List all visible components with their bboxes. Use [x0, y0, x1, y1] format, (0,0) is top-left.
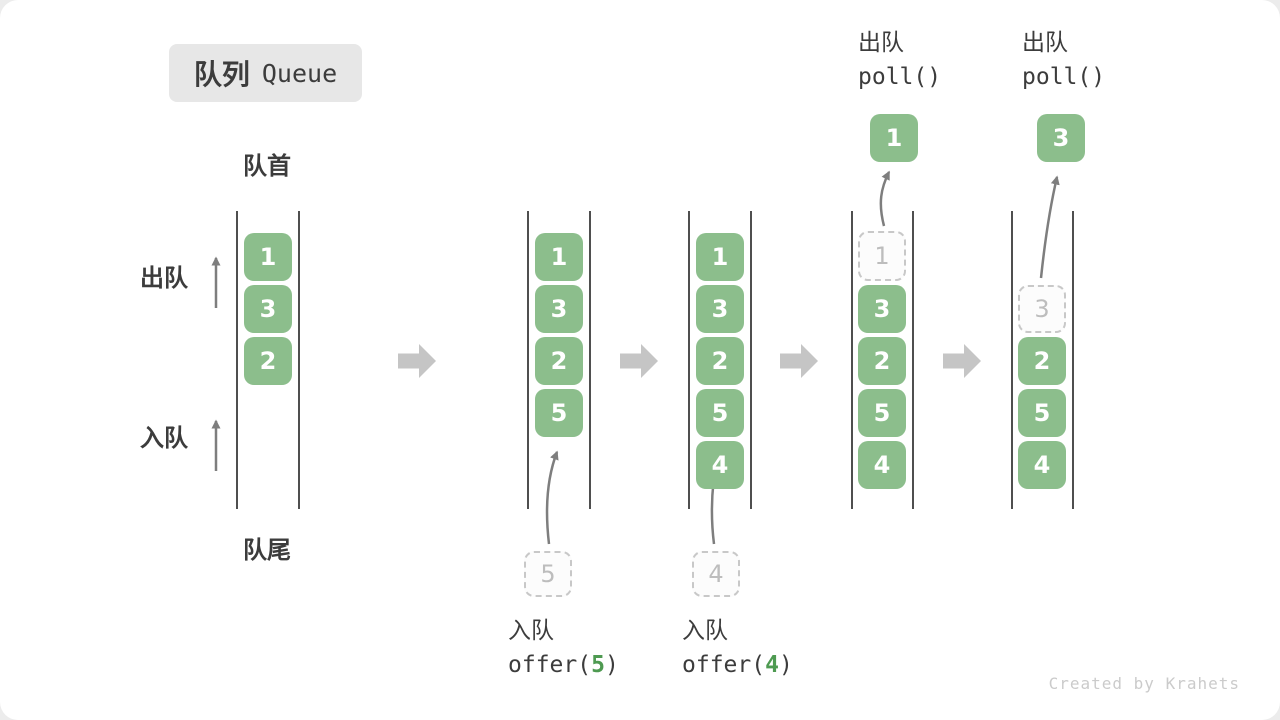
right-block-arrow-icon [780, 344, 818, 378]
op-code: poll() [858, 64, 942, 90]
queue-item: 3 [535, 285, 583, 333]
op-action: 出队 [858, 30, 904, 56]
op-code: offer(4) [682, 652, 793, 678]
enqueue-5-arrow-icon [545, 450, 559, 545]
title-english: Queue [261, 58, 338, 88]
queue-item: 1 [535, 233, 583, 281]
label-dequeue-side: 出队 [140, 264, 188, 292]
queue-item: 3 [858, 285, 906, 333]
flow-arrows [211, 170, 1060, 545]
right-block-arrow-icon [398, 344, 436, 378]
queue-item: 5 [1018, 389, 1066, 437]
dequeue-1-arrow-icon [879, 170, 891, 227]
diagram-title: 队列 Queue [169, 44, 362, 102]
removed-item-ghost: 1 [858, 231, 906, 281]
pending-item-ghost: 5 [524, 551, 572, 597]
polled-item: 3 [1037, 114, 1085, 162]
polled-item: 1 [870, 114, 918, 162]
queue-item: 2 [535, 337, 583, 385]
queue-item: 2 [244, 337, 292, 385]
queue-item: 2 [696, 337, 744, 385]
label-queue-front: 队首 [243, 152, 291, 180]
label-queue-rear: 队尾 [243, 536, 291, 564]
op-code-arg: 4 [765, 652, 779, 678]
queue-walls [236, 211, 1074, 509]
label-enqueue-side: 入队 [140, 424, 188, 452]
queue-item: 3 [696, 285, 744, 333]
pending-item-ghost: 4 [692, 551, 740, 597]
dequeue-3-arrow-icon [1039, 175, 1060, 279]
queue-item: 5 [858, 389, 906, 437]
op-caption-poll-3: 出队 poll() [1022, 26, 1105, 94]
queue-item: 2 [1018, 337, 1066, 385]
queue-item: 4 [858, 441, 906, 489]
queue-item: 4 [1018, 441, 1066, 489]
op-action: 入队 [682, 618, 728, 644]
queue-item: 1 [696, 233, 744, 281]
op-code: offer(5) [508, 652, 619, 678]
queue-item: 3 [244, 285, 292, 333]
op-code: poll() [1022, 64, 1106, 90]
title-chinese: 队列 [193, 58, 250, 91]
queue-item: 1 [244, 233, 292, 281]
queue-item: 5 [535, 389, 583, 437]
op-action: 入队 [508, 618, 554, 644]
removed-item-ghost: 3 [1018, 285, 1066, 333]
queue-item: 2 [858, 337, 906, 385]
op-caption-poll-1: 出队 poll() [858, 26, 941, 94]
op-caption-offer-4: 入队 offer(4) [682, 614, 793, 682]
op-action: 出队 [1022, 30, 1068, 56]
watermark-credit: Created by Krahets [1048, 674, 1240, 693]
queue-item: 4 [696, 441, 744, 489]
right-block-arrow-icon [620, 344, 658, 378]
queue-item: 5 [696, 389, 744, 437]
op-caption-offer-5: 入队 offer(5) [508, 614, 619, 682]
right-block-arrow-icon [943, 344, 981, 378]
op-code-arg: 5 [591, 652, 605, 678]
